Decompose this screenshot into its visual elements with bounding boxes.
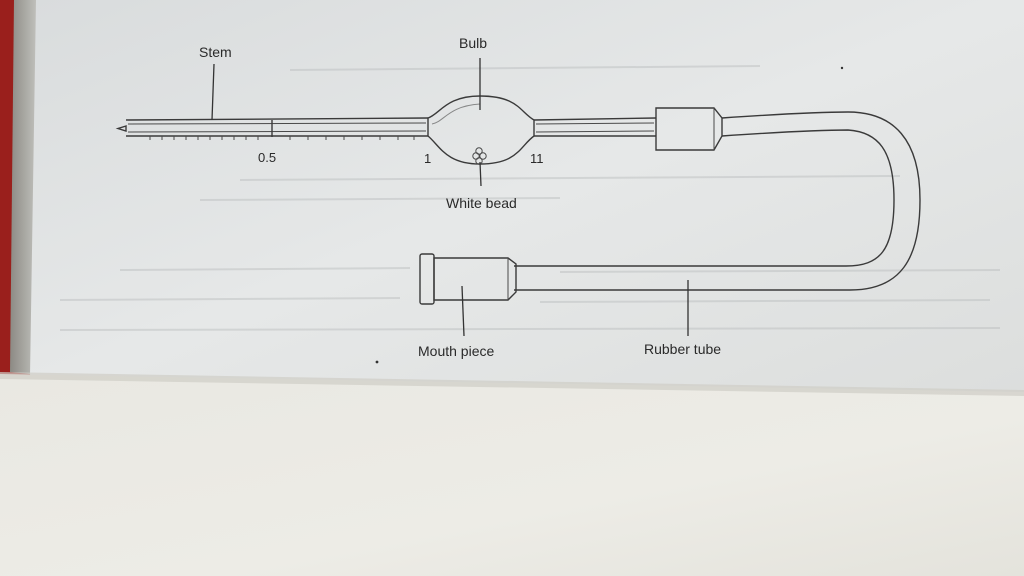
pipette — [115, 58, 921, 337]
rubber-tube — [514, 111, 921, 291]
speck-2 — [840, 66, 844, 70]
label-rubber-tube: Rubber tube — [644, 341, 721, 357]
upper-tube — [533, 117, 657, 137]
mouth-piece — [419, 253, 517, 305]
stem-leader — [211, 63, 215, 121]
lower-page — [0, 374, 1024, 576]
book-page — [30, 0, 1024, 392]
page-fold-shadow — [0, 372, 1024, 396]
white-bead — [472, 147, 487, 165]
label-bulb: Bulb — [459, 35, 487, 51]
mouth-leader — [461, 285, 465, 337]
mark-one: 1 — [424, 151, 431, 166]
label-stem: Stem — [199, 44, 232, 60]
label-mouth-piece: Mouth piece — [418, 343, 494, 359]
bleed-through-lines — [59, 65, 1001, 331]
mark-eleven: 11 — [530, 151, 544, 166]
label-white-bead: White bead — [446, 195, 517, 211]
stem — [125, 117, 429, 140]
mark-half: 0.5 — [258, 150, 276, 165]
bead-leader — [479, 161, 482, 187]
stem-tip — [115, 125, 127, 132]
speck — [375, 360, 379, 364]
